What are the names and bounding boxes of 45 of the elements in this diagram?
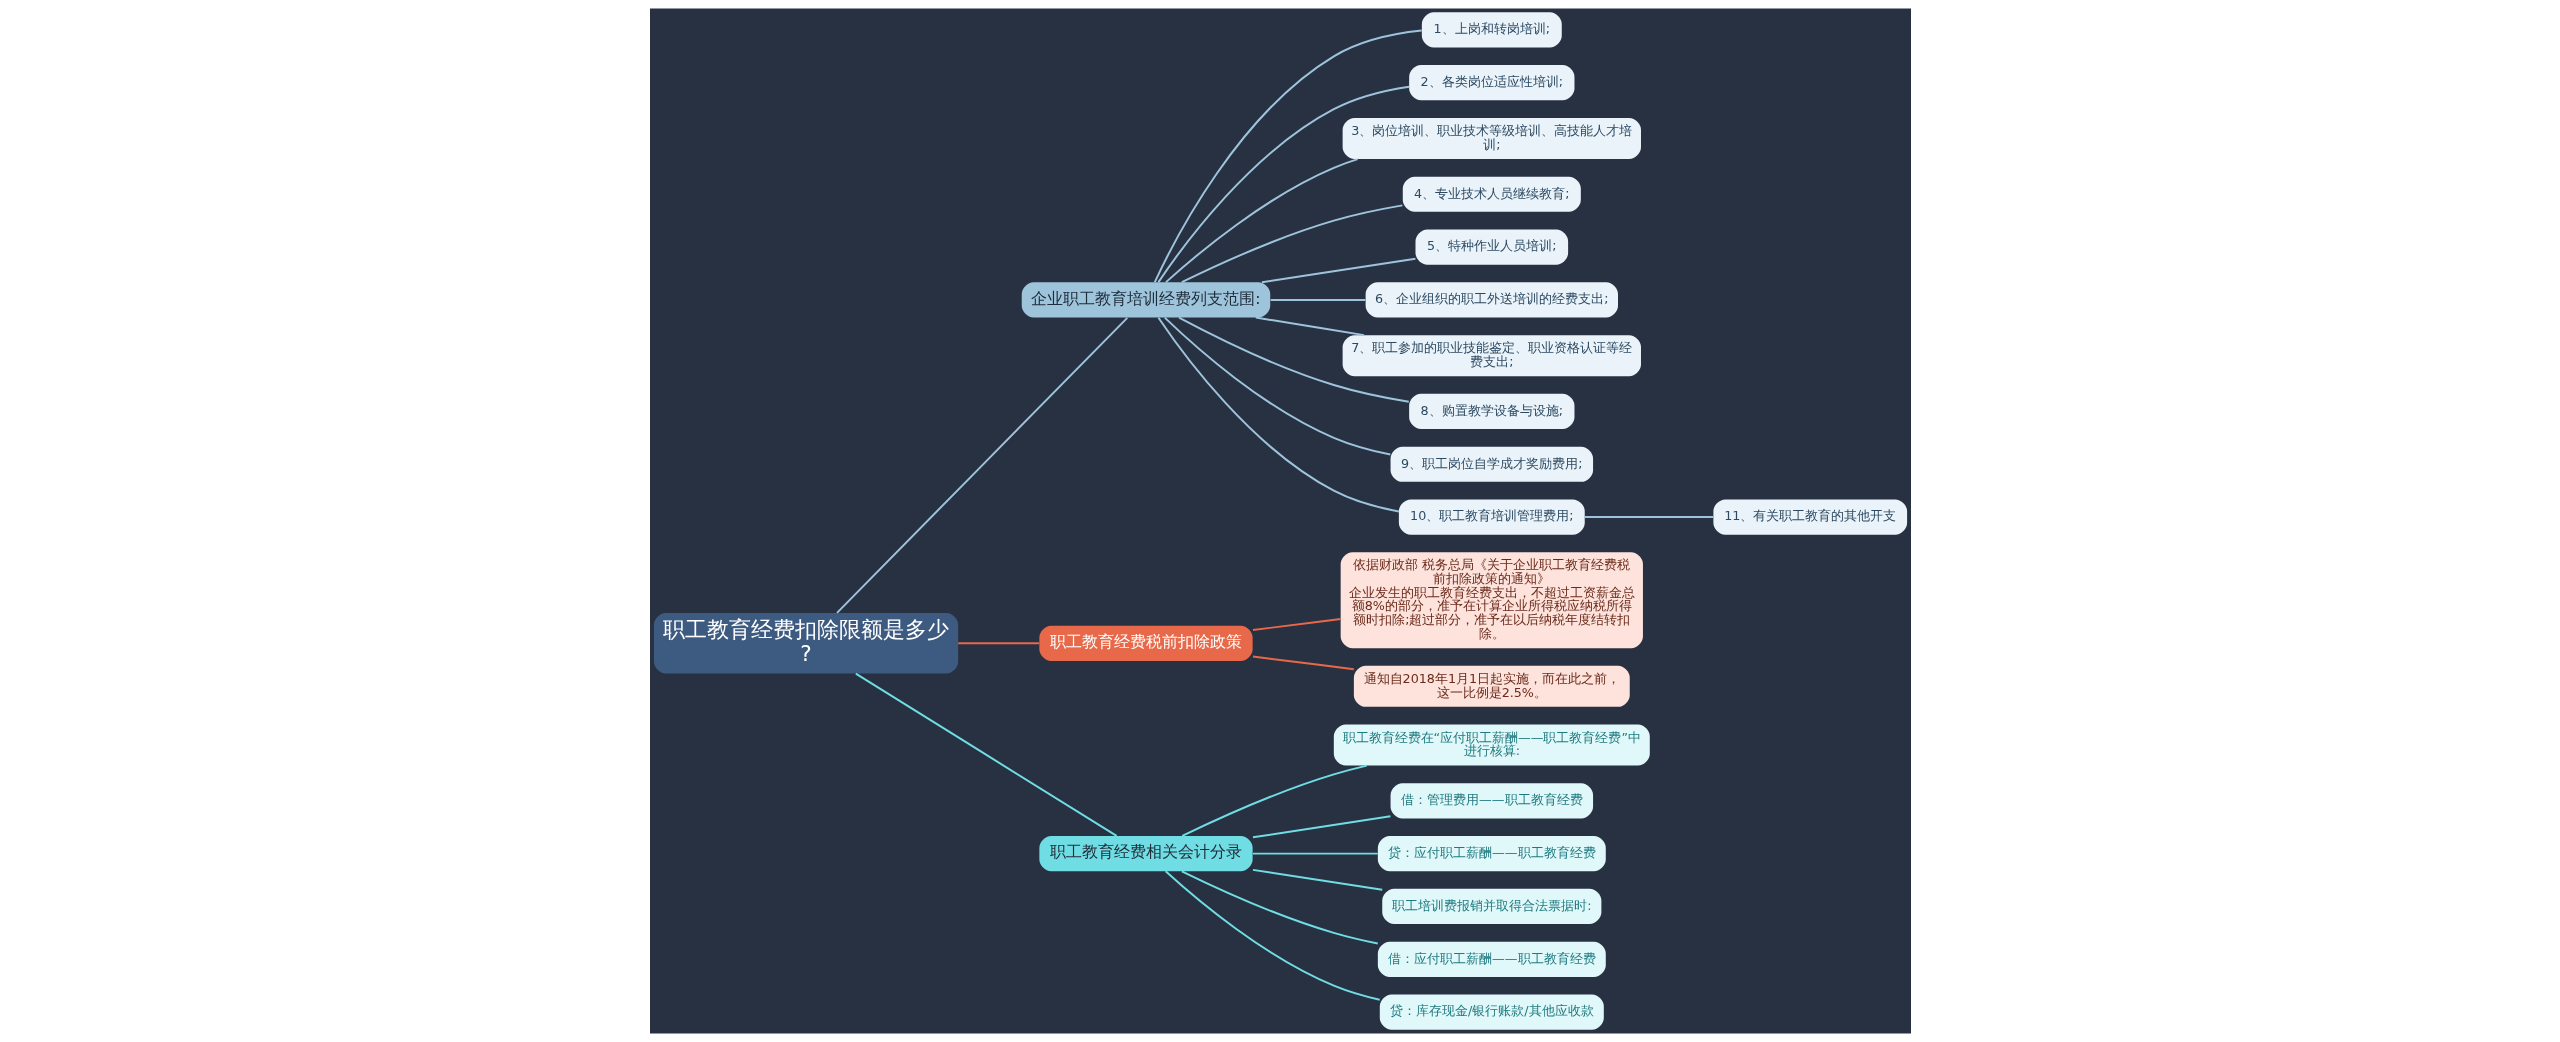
node-box: 通知自2018年1月1日起实施，而在此之前，这一比例是2.5%。 [1353, 665, 1630, 707]
node-box: 依据财政部 税务总局《关于企业职工教育经费税前扣除政策的通知》 企业发生的职工教育经费支出，不超过工资薪金总额8%的部分，准予在计算企业所得税应纳税所得额时扣除;超过部分，准予在以后纳税年度结转扣除。 [1340, 552, 1643, 649]
connector [1177, 316, 1410, 403]
node-box: 10、职工教育培训管理费用; [1398, 499, 1585, 535]
node-box: 11、有关职工教育的其他开支 [1712, 499, 1907, 535]
connector [1164, 158, 1359, 284]
node-box: 贷：库存现金/银行账款/其他应收款 [1379, 994, 1604, 1030]
connector [1251, 868, 1383, 891]
node-box: 3、岗位培训、职业技术等级培训、高技能人才培训; [1342, 117, 1641, 160]
node-box: 企业职工教育培训经费列支范围: [1021, 282, 1270, 318]
connector [1251, 815, 1391, 839]
connector [956, 642, 1040, 645]
node-box: 9、职工岗位自学成才奖励费用; [1390, 446, 1593, 482]
node-box: 6、企业组织的职工外送培训的经费支出; [1365, 282, 1618, 318]
node-box: 职工教育经费相关会计分录 [1038, 836, 1253, 872]
connector [1164, 870, 1381, 1001]
connector [1269, 298, 1366, 301]
connector [1180, 764, 1368, 837]
connector [1157, 316, 1400, 513]
node-box: 8、购置教学设备与设施; [1408, 393, 1574, 430]
node-box: 1、上岗和转岗培训; [1421, 12, 1562, 48]
node-box: 职工培训费报销并取得合法票据时: [1381, 888, 1601, 925]
node-box: 职工教育经费在“应付职工薪酬——职工教育经费”中进行核算: [1333, 724, 1650, 766]
connector [1153, 29, 1423, 284]
connector [1583, 516, 1714, 519]
connector [835, 316, 1128, 614]
node-box: 借：管理费用——职工教育经费 [1390, 783, 1593, 819]
connector [854, 672, 1118, 837]
node-box: 5、特种作业人员培训; [1415, 229, 1568, 265]
node-box: 4、专业技术人员继续教育; [1402, 176, 1581, 212]
connector [1251, 852, 1379, 855]
node-box: 7、职工参加的职业技能鉴定、职业资格认证等经费支出; [1342, 335, 1641, 377]
node-box: 借：应付职工薪酬——职工教育经费 [1377, 941, 1606, 977]
node-box: 2、各类岗位适应性培训; [1408, 65, 1574, 101]
node-box: 贷：应付职工薪酬——职工教育经费 [1377, 836, 1606, 872]
connector [1251, 655, 1355, 671]
connector [1157, 85, 1410, 284]
node-box: 职工教育经费扣除限额是多少? [653, 612, 958, 674]
connector [1254, 316, 1365, 337]
connector [1251, 618, 1342, 631]
connector [1180, 870, 1379, 945]
connector [1163, 316, 1391, 456]
node-box: 职工教育经费税前扣除政策 [1038, 625, 1253, 661]
connector [1180, 204, 1403, 284]
connector [1260, 257, 1416, 284]
